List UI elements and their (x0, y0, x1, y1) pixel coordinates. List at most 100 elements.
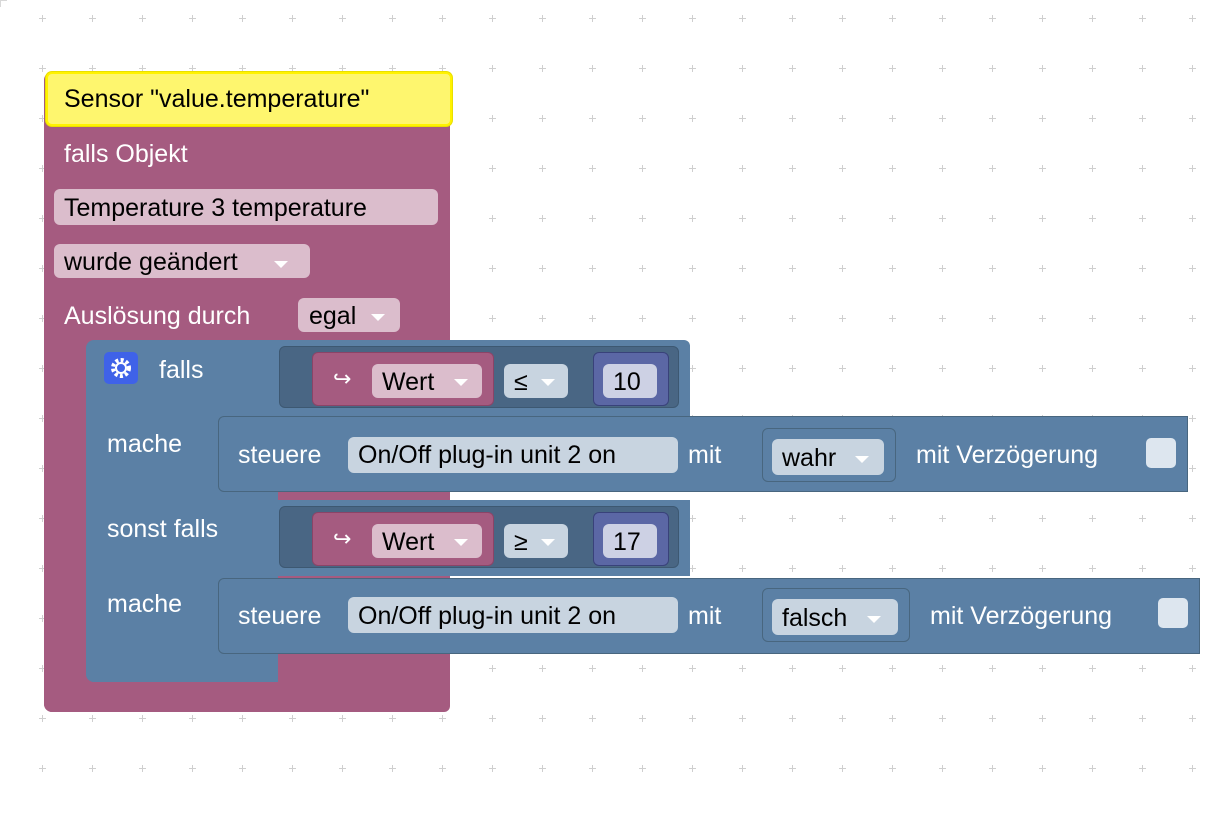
grid-dot (1139, 515, 1146, 522)
grid-dot (39, 615, 46, 622)
grid-dot (389, 765, 396, 772)
variable-text-1: Wert (382, 368, 435, 396)
grid-dot (739, 165, 746, 172)
grid-dot (689, 265, 696, 272)
grid-dot (639, 165, 646, 172)
grid-dot (639, 765, 646, 772)
grid-dot (639, 265, 646, 272)
condition-text: wurde geändert (64, 248, 238, 276)
grid-dot (1039, 15, 1046, 22)
grid-dot (989, 65, 996, 72)
grid-dot (1039, 715, 1046, 722)
grid-dot (39, 115, 46, 122)
object-id-field[interactable] (54, 189, 438, 225)
grid-dot (739, 215, 746, 222)
grid-dot (689, 765, 696, 772)
delay-checkbox-2[interactable] (1158, 598, 1188, 628)
grid-dot (939, 15, 946, 22)
grid-dot (839, 165, 846, 172)
grid-dot (339, 715, 346, 722)
grid-dot (889, 165, 896, 172)
grid-dot (189, 765, 196, 772)
grid-dot (389, 15, 396, 22)
grid-dot (539, 165, 546, 172)
control-object-field-2[interactable] (348, 597, 678, 633)
grid-dot (739, 115, 746, 122)
grid-dot (89, 715, 96, 722)
grid-dot (739, 715, 746, 722)
grid-dot (589, 315, 596, 322)
grid-dot (789, 565, 796, 572)
grid-dot (989, 215, 996, 222)
grid-dot (1189, 365, 1196, 372)
operator-dropdown-2[interactable] (504, 524, 568, 558)
grid-dot (1089, 115, 1096, 122)
grid-dot (1139, 315, 1146, 322)
grid-dot (39, 665, 46, 672)
grid-dot (839, 215, 846, 222)
trigger-block-footer (44, 690, 450, 712)
control-object-field-1[interactable] (348, 437, 678, 473)
control-object-text-1: On/Off plug-in unit 2 on (358, 441, 617, 469)
grid-dot (889, 265, 896, 272)
grid-dot (939, 715, 946, 722)
grid-dot (389, 65, 396, 72)
chevron-down-icon (867, 616, 881, 623)
grid-dot (839, 715, 846, 722)
mutator-button[interactable] (104, 352, 138, 384)
grid-dot (1189, 65, 1196, 72)
trigger-by-label: Auslösung durch (64, 302, 251, 330)
grid-dot (1189, 315, 1196, 322)
do2-label: mache (107, 590, 183, 618)
operator-dropdown-1[interactable] (504, 364, 568, 398)
grid-dot (489, 115, 496, 122)
grid-dot (789, 515, 796, 522)
grid-dot (789, 715, 796, 722)
trigger-by-text: egal (309, 302, 357, 330)
grid-dot (989, 565, 996, 572)
operator-text-2: ≥ (514, 528, 528, 556)
grid-dot (689, 715, 696, 722)
grid-dot (889, 665, 896, 672)
grid-dot (289, 765, 296, 772)
grid-dot (39, 565, 46, 572)
grid-dot (689, 515, 696, 522)
grid-dot (439, 65, 446, 72)
grid-dot (1139, 15, 1146, 22)
grid-dot (989, 315, 996, 322)
grid-dot (139, 65, 146, 72)
grid-dot (839, 365, 846, 372)
grid-dot (739, 65, 746, 72)
condition-dropdown[interactable] (54, 244, 310, 278)
grid-dot (539, 715, 546, 722)
grid-dot (39, 415, 46, 422)
grid-dot (739, 565, 746, 572)
number-field-1[interactable] (603, 364, 657, 398)
comment-text: Sensor "value.temperature" (64, 85, 370, 113)
number-field-2[interactable] (603, 524, 657, 558)
grid-dot (1189, 665, 1196, 672)
grid-dot (789, 315, 796, 322)
grid-dot (589, 165, 596, 172)
delay-checkbox-1[interactable] (1146, 438, 1176, 468)
grid-dot (639, 715, 646, 722)
grid-dot (889, 215, 896, 222)
grid-dot (1139, 365, 1146, 372)
grid-dot (89, 15, 96, 22)
grid-dot (339, 765, 346, 772)
grid-dot (1089, 515, 1096, 522)
grid-dot (739, 515, 746, 522)
grid-dot (689, 365, 696, 372)
control-label-2: steuere (238, 602, 322, 630)
grid-dot (839, 565, 846, 572)
block-comment[interactable] (46, 72, 452, 126)
grid-dot (989, 715, 996, 722)
grid-dot (939, 365, 946, 372)
grid-dot (1089, 165, 1096, 172)
grid-dot (939, 315, 946, 322)
grid-dot (689, 115, 696, 122)
grid-dot (539, 665, 546, 672)
operator-text-1: ≤ (514, 368, 528, 396)
grid-dot (539, 15, 546, 22)
